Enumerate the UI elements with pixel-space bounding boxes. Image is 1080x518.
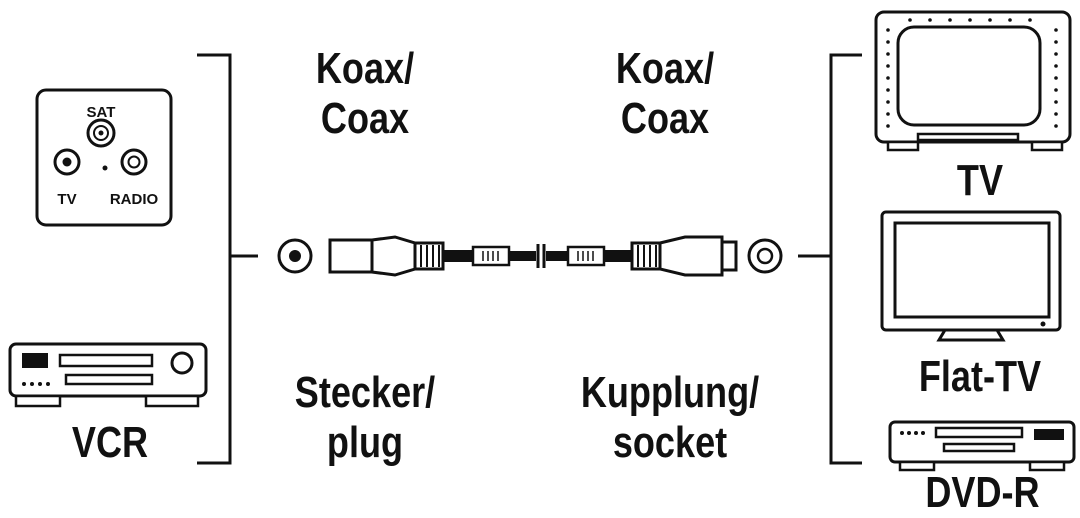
radio-socket-label: RADIO	[110, 191, 159, 208]
coax-plug-icon	[328, 235, 536, 277]
right-bracket	[798, 53, 862, 465]
vcr-icon	[8, 342, 208, 408]
coax-socket-icon	[546, 235, 738, 277]
socket-end-icon	[747, 238, 783, 274]
left-connector-type-label: Koax/ Coax	[287, 44, 443, 144]
left-bracket	[197, 53, 258, 465]
dvd-recorder-icon	[888, 420, 1076, 472]
plug-label: Stecker/ plug	[275, 368, 455, 468]
wall-socket-icon	[35, 88, 173, 227]
tv-icon	[874, 10, 1072, 152]
socket-label: Kupplung/ socket	[563, 368, 776, 468]
tv-socket-label: TV	[57, 191, 76, 208]
cable-break-icon	[536, 244, 546, 268]
socket-label-line-2: socket	[612, 418, 728, 467]
sat-label: SAT	[87, 104, 116, 121]
socket-label-line-1: Kupplung/	[580, 368, 760, 417]
right-connector-type-label: Koax/ Coax	[587, 44, 743, 144]
vcr-label: VCR	[71, 418, 149, 467]
flat-tv-label: Flat-TV	[918, 352, 1042, 401]
plug-end-icon	[277, 238, 313, 274]
plug-label-line-2: plug	[326, 418, 404, 467]
plug-label-line-1: Stecker/	[294, 368, 436, 417]
left-connector-type-line-1: Koax/	[315, 44, 415, 93]
tv-label: TV	[956, 156, 1004, 205]
dvd-r-label: DVD-R	[925, 468, 1040, 517]
right-connector-type-line-1: Koax/	[615, 44, 715, 93]
left-connector-type-line-2: Coax	[320, 94, 410, 143]
right-connector-type-line-2: Coax	[620, 94, 710, 143]
flat-tv-icon	[880, 210, 1062, 342]
